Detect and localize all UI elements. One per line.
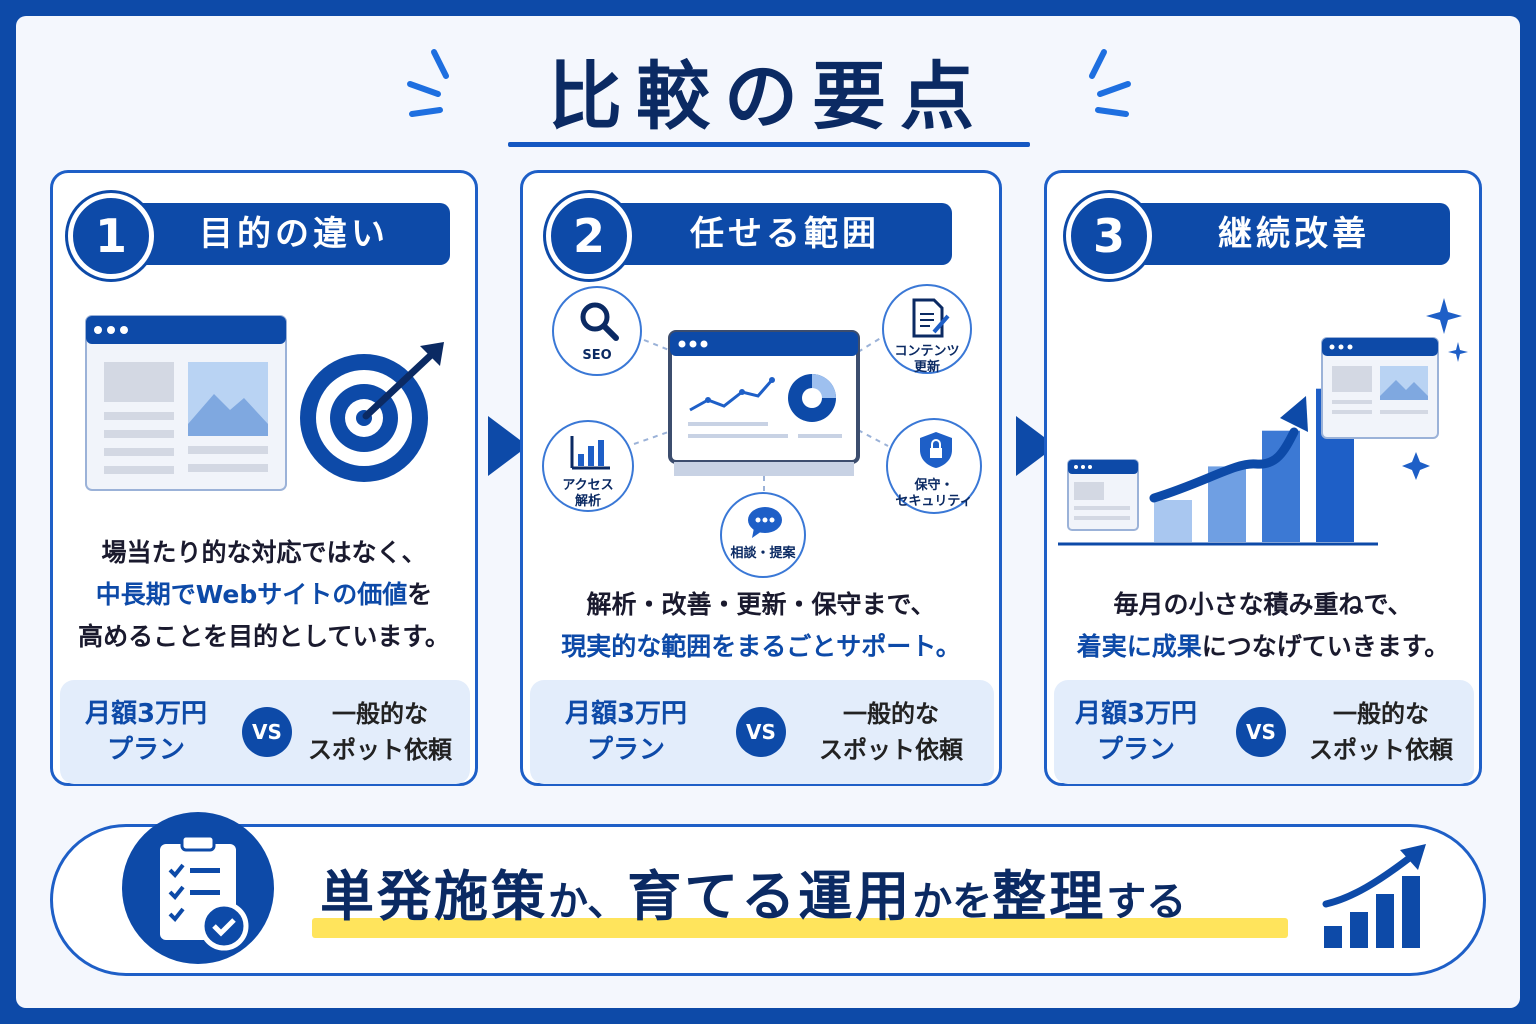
spot-line-1: 一般的な	[332, 700, 428, 728]
spot-line-2: スポット依頼	[308, 736, 452, 764]
content-label: コンテンツ 更新	[884, 344, 970, 376]
growth-bar	[1154, 500, 1192, 542]
plan-word: プラン	[1096, 735, 1175, 765]
vs-badge: VS	[242, 707, 292, 757]
desc-line: 解析・改善・更新・保守まで、	[586, 590, 936, 619]
plan-price: 月額3万円	[564, 699, 688, 729]
security-label-1: 保守・	[914, 478, 954, 493]
shield-lock-icon	[920, 432, 952, 468]
analytics-service: アクセス 解析	[542, 420, 634, 512]
plan-price: 月額3万円	[1074, 699, 1198, 729]
banner-particle: する	[1106, 879, 1187, 925]
sparkle-lines-icon	[1089, 49, 1131, 117]
spot-label: 一般的な スポット依頼	[806, 696, 976, 768]
browser-window-icon	[85, 315, 287, 491]
panel-1-number: 1	[68, 193, 154, 279]
content-label-1: コンテンツ	[894, 344, 960, 359]
desc-line: 中長期でWebサイトの価値を	[60, 574, 468, 616]
spot-line-1: 一般的な	[843, 700, 939, 728]
clipboard-check-icon	[122, 812, 274, 964]
plan-price: 月額3万円	[84, 699, 208, 729]
vs-badge: VS	[1236, 707, 1286, 757]
banner-keyword: 単発施策	[320, 865, 548, 928]
desc-text: を	[407, 580, 433, 609]
summary-message: 単発施策か、育てる運用かを整理する	[320, 862, 1186, 945]
panel-2-heading: 任せる範囲	[618, 203, 952, 265]
security-label-2: セキュリティ	[895, 494, 973, 509]
analytics-label: アクセス 解析	[544, 478, 632, 510]
desc-line: 着実に成果につなげていきます。	[1054, 626, 1472, 668]
plan-label: 月額3万円 プラン	[1056, 696, 1216, 768]
panel-1-heading: 目的の違い	[138, 203, 450, 265]
title-underline	[508, 142, 1030, 147]
panel-3-number: 3	[1066, 193, 1152, 279]
consult-label: 相談・提案	[730, 546, 796, 561]
content-update-service: コンテンツ 更新	[882, 284, 972, 376]
security-service: 保守・ セキュリティ	[886, 418, 982, 514]
document-edit-icon	[912, 298, 950, 338]
bar-chart-icon	[570, 436, 610, 470]
plan-label: 月額3万円 プラン	[66, 696, 226, 768]
panel-2-description: 解析・改善・更新・保守まで、 現実的な範囲をまるごとサポート。	[530, 584, 992, 668]
growth-bars-icon	[1322, 844, 1426, 948]
spot-line-2: スポット依頼	[819, 736, 963, 764]
desc-emphasis: 着実に成果	[1076, 632, 1202, 661]
page-title: 比較の要点	[548, 54, 988, 140]
chat-bubble-icon	[748, 507, 782, 538]
banner-particle: か、	[548, 879, 628, 925]
banner-keyword: 整理	[992, 865, 1107, 928]
desc-line: 毎月の小さな積み重ねで、	[1113, 590, 1413, 619]
analytics-label-1: アクセス	[562, 478, 614, 493]
plan-word: プラン	[106, 735, 185, 765]
panel-1-description: 場当たり的な対応ではなく、 中長期でWebサイトの価値を 高めることを目的として…	[60, 532, 468, 658]
desc-emphasis: 現実的な範囲をまるごとサポート。	[561, 632, 961, 661]
spot-label: 一般的な スポット依頼	[1296, 696, 1466, 768]
panel-3-heading: 継続改善	[1138, 203, 1450, 265]
desc-line: 高めることを目的としています。	[78, 622, 450, 651]
content-label-2: 更新	[913, 360, 940, 375]
plan-word: プラン	[586, 735, 665, 765]
summary-banner	[50, 824, 1486, 976]
monitor-dashboard-icon	[668, 330, 860, 476]
desc-emphasis: 中長期でWebサイトの価値	[95, 580, 408, 609]
seo-label: SEO	[582, 348, 612, 363]
analytics-label-2: 解析	[574, 494, 601, 509]
growth-chart-icon	[1058, 298, 1468, 546]
spot-line-1: 一般的な	[1333, 700, 1429, 728]
spot-line-2: スポット依頼	[1309, 736, 1453, 764]
sparkle-lines-icon	[407, 49, 449, 117]
banner-keyword: 育てる運用	[627, 865, 913, 928]
desc-text: につなげていきます。	[1201, 632, 1450, 661]
security-label: 保守・ セキュリティ	[888, 478, 980, 510]
panel-2-number: 2	[546, 193, 632, 279]
seo-service: SEO	[552, 286, 642, 376]
consult-service: 相談・提案	[720, 492, 806, 578]
spot-label: 一般的な スポット依頼	[300, 696, 460, 768]
vs-badge: VS	[736, 707, 786, 757]
panel-3-description: 毎月の小さな積み重ねで、 着実に成果につなげていきます。	[1054, 584, 1472, 668]
target-arrow-icon	[300, 342, 444, 482]
desc-line: 場当たり的な対応ではなく、	[101, 538, 427, 567]
banner-particle: かを	[912, 879, 993, 925]
plan-label: 月額3万円 プラン	[546, 696, 706, 768]
search-icon	[580, 302, 619, 341]
text-highlight	[312, 918, 1288, 938]
